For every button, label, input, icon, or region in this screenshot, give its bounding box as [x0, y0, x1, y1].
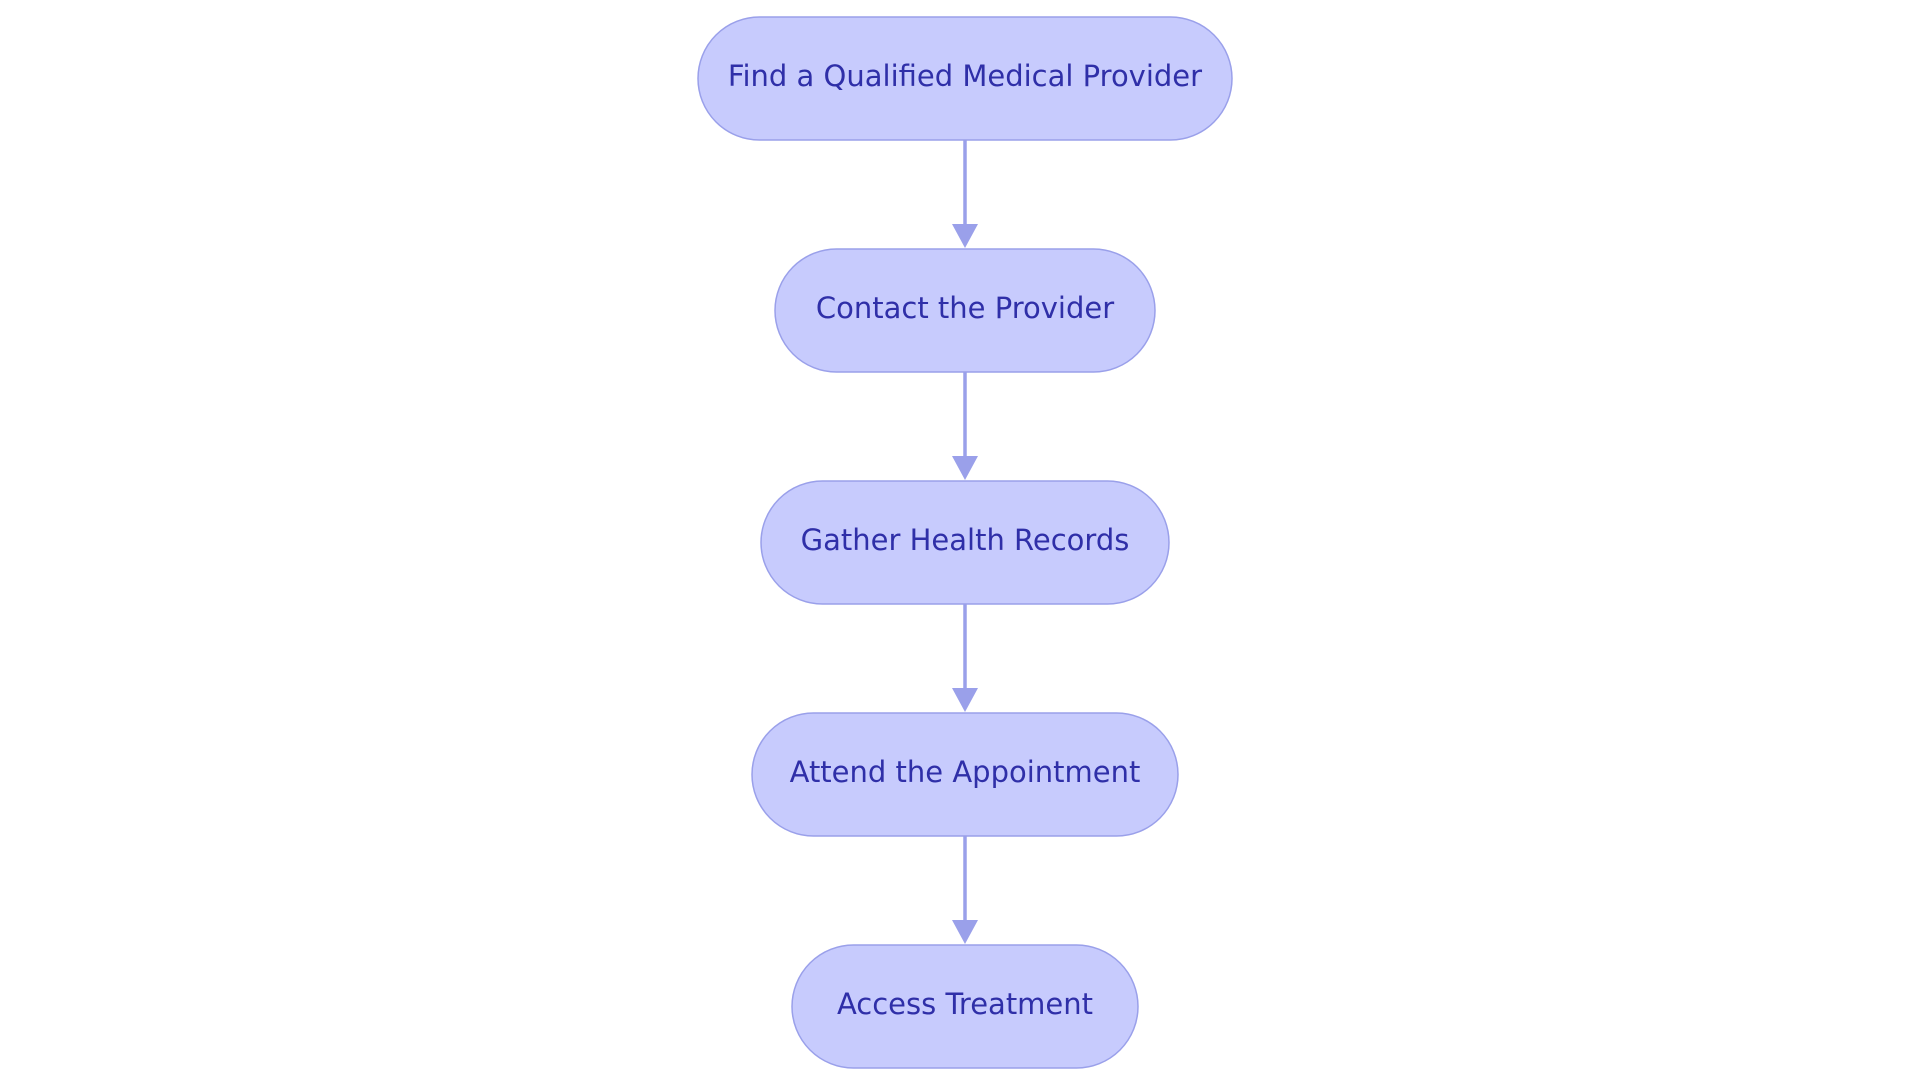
edge-attend-to-access	[952, 836, 978, 944]
node-access-treatment: Access Treatment	[791, 944, 1139, 1069]
node-gather-records: Gather Health Records	[760, 480, 1170, 605]
arrowhead	[952, 688, 978, 712]
node-find-provider: Find a Qualified Medical Provider	[697, 16, 1233, 141]
node-label: Gather Health Records	[801, 523, 1130, 557]
node-label: Contact the Provider	[816, 291, 1114, 325]
node-contact-provider: Contact the Provider	[774, 248, 1156, 373]
node-attend-appointment: Attend the Appointment	[751, 712, 1179, 837]
node-shape	[774, 248, 1156, 373]
arrowhead	[952, 224, 978, 248]
edge-contact-to-gather	[952, 372, 978, 480]
arrowhead	[952, 456, 978, 480]
arrowhead	[952, 920, 978, 944]
edge-gather-to-attend	[952, 604, 978, 712]
edge-find-to-contact	[952, 140, 978, 248]
node-label: Attend the Appointment	[790, 755, 1141, 789]
node-shape	[791, 944, 1139, 1069]
node-label: Find a Qualified Medical Provider	[728, 59, 1202, 93]
node-shape	[760, 480, 1170, 605]
node-label: Access Treatment	[837, 987, 1093, 1021]
node-shape	[751, 712, 1179, 837]
node-shape	[697, 16, 1233, 141]
